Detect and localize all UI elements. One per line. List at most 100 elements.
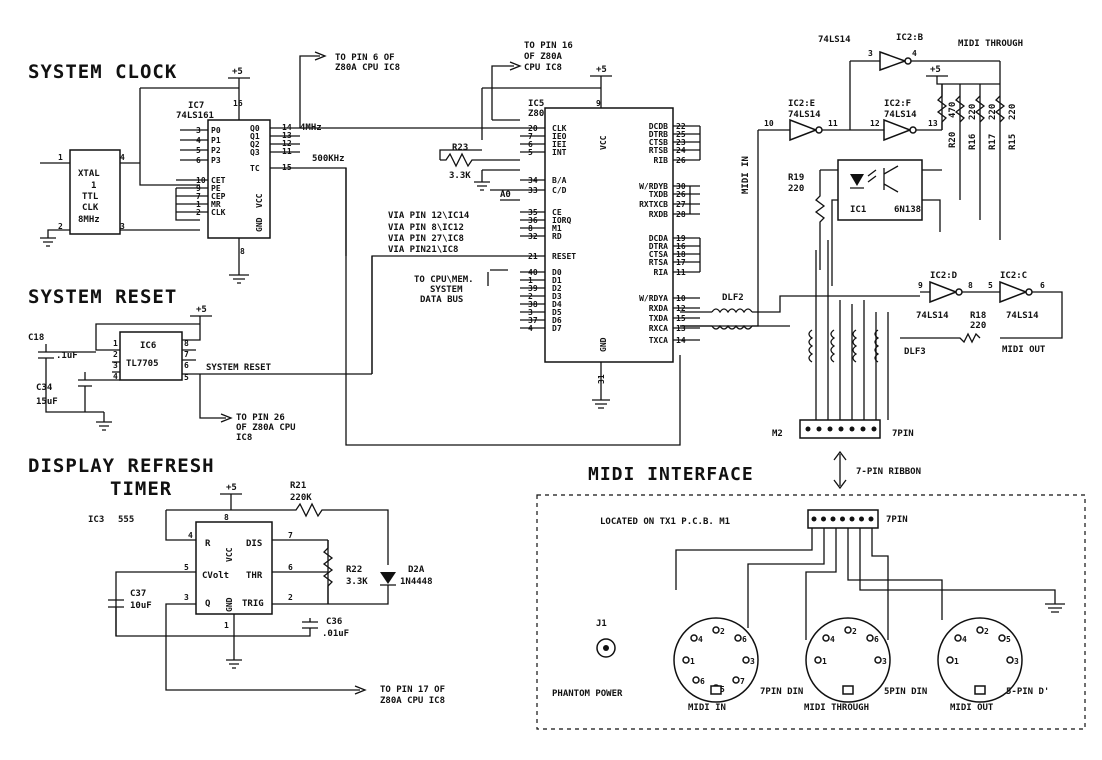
ic2e-inverter-icon (789, 118, 819, 142)
din-pin-number: 5 (1006, 635, 1011, 644)
r20-resistor (936, 84, 948, 130)
ic3-pin-1: 1 (224, 621, 229, 630)
din-pin-number: 2 (852, 627, 857, 636)
ic2d-ref: IC2:D (930, 271, 958, 281)
xtal-label-4: CLK (82, 203, 99, 213)
ic2e-ic2f-wires (680, 84, 943, 327)
din-pin-number: 7 (740, 677, 745, 686)
system-reset-title: SYSTEM RESET (28, 286, 177, 308)
c34-label: C34 (36, 383, 53, 393)
dart-pin-rxda: RXDA (649, 304, 668, 313)
ic7-part: 74LS161 (176, 111, 214, 121)
r18-label: R18 (970, 311, 986, 321)
connector-pin (849, 516, 855, 522)
din-pin-number: 4 (830, 635, 835, 644)
dart-pin-d1: D1 (552, 276, 562, 285)
ic2f-pin-13: 13 (928, 119, 938, 128)
ic3-pin-dis: DIS (246, 539, 262, 549)
dart-to-3: CPU IC8 (524, 63, 562, 73)
din-pin-hole (946, 656, 954, 664)
ic6-pin-1: 1 (113, 339, 118, 348)
dart-pin-d5: D5 (552, 308, 562, 317)
xtal-wires (40, 162, 200, 238)
xtal-ground-icon (40, 237, 56, 247)
r18-value: 220 (970, 321, 986, 331)
via-1: VIA PIN 12\IC14 (388, 211, 470, 221)
r22-value: 3.3K (346, 577, 368, 587)
dart-pin-ba: B/A (552, 176, 567, 185)
ic2f-pin-12: 12 (870, 119, 880, 128)
dart-section: TO PIN 16 OF Z80A CPU IC8 +5 IC5 Z80ADAR… (345, 41, 701, 409)
din-pin-hole (742, 656, 750, 664)
ic3-pin-4: 4 (188, 531, 193, 540)
ic2d-ic2c-wires (900, 291, 1063, 344)
ic2b-inverter-icon (879, 50, 908, 72)
connector-pin (827, 426, 833, 432)
ic3-pin-5: 5 (184, 563, 189, 572)
dart-pin-rd: RD (552, 232, 562, 241)
ic2b-pin-4: 4 (912, 49, 917, 58)
dart-pin-rxca: RXCA (649, 324, 668, 333)
r20-value: 470 (948, 102, 958, 118)
ic6-pin-2: 2 (113, 350, 118, 359)
ic3-pin-3: 3 (184, 593, 189, 602)
dart-pin-ctsb: CTSB (649, 138, 668, 147)
dart-extra-wires (345, 168, 520, 374)
reset-to-2: OF Z80A CPU (236, 423, 296, 433)
freq-500khz: 500KHz (312, 154, 345, 164)
r19-resistor (814, 169, 942, 286)
ic2d-pin-9: 9 (918, 281, 923, 290)
c18-label: C18 (28, 333, 44, 343)
ic1-phototransistor-icon (850, 165, 899, 193)
midi-section: 74LS14 IC2:B MIDI THROUGH 3 4 IC2:E 74LS… (588, 33, 1063, 490)
r15-label: R15 (1008, 134, 1018, 150)
ic2e-pin-11: 11 (828, 119, 838, 128)
system-clock-section: SYSTEM CLOCK +5 XTAL 1 TTL CLK 8MHz 1 4 … (28, 51, 681, 446)
tx1-board-outline (536, 494, 1086, 730)
xtal-oscillator (69, 149, 121, 235)
display-refresh-section: DISPLAY REFRESH TIMER IC3 555 +5 R CVolt… (28, 455, 445, 706)
c18-capacitor (38, 344, 104, 413)
ic2e-ref: IC2:E (788, 99, 815, 109)
ic7-pin-cep: CEP (211, 192, 226, 201)
reset-vcc-wire (95, 315, 212, 351)
din-pin-hole (874, 656, 882, 664)
ic5-vcc-pin: 9 (596, 99, 601, 108)
din-pin-number: 4 (962, 635, 967, 644)
ic3-pin-trig: TRIG (242, 599, 264, 609)
via-2: VIA PIN 8\IC12 (388, 223, 464, 233)
ic7-chip (207, 119, 271, 239)
dart-pin-rtsa: RTSA (649, 258, 668, 267)
dart-pin-clk: CLK (552, 124, 567, 133)
c36-value: .01uF (322, 629, 349, 639)
din-pin-hole (682, 656, 690, 664)
ic3-pin-q: Q (205, 599, 211, 609)
ic2d-pin-8: 8 (968, 281, 973, 290)
ic6-pin-3: 3 (113, 361, 118, 370)
ic6-pin-6: 6 (184, 361, 189, 370)
xtal-pin1: 1 (58, 153, 63, 162)
connector-pin (805, 426, 811, 432)
dart-pin-iorq: IORQ (552, 216, 571, 225)
bus-1: TO CPU\MEM. (414, 275, 474, 285)
ic7-vcc-pin: 16 (233, 99, 243, 108)
c37-label: C37 (130, 589, 146, 599)
r23-label: R23 (452, 143, 468, 153)
ic7-pin-cet: CET (211, 176, 226, 185)
clock-arrow-icon (314, 51, 327, 61)
ic3-wires (115, 539, 360, 691)
timer-arrow-icon (354, 685, 367, 695)
ic6-ref: IC6 (140, 341, 156, 351)
dlf2-label: DLF2 (722, 293, 744, 303)
midi-interface-title: MIDI INTERFACE (588, 464, 754, 485)
ic7-gnd-pin: 8 (240, 247, 245, 256)
r17-resistor (974, 95, 986, 123)
dart-arrow-icon (509, 61, 522, 71)
ic2b-part: 74LS14 (818, 35, 851, 45)
phantom-label: PHANTOM POWER (552, 689, 623, 699)
m2-7pin: 7PIN (892, 429, 914, 439)
midi-through-label: MIDI THROUGH (958, 39, 1023, 49)
